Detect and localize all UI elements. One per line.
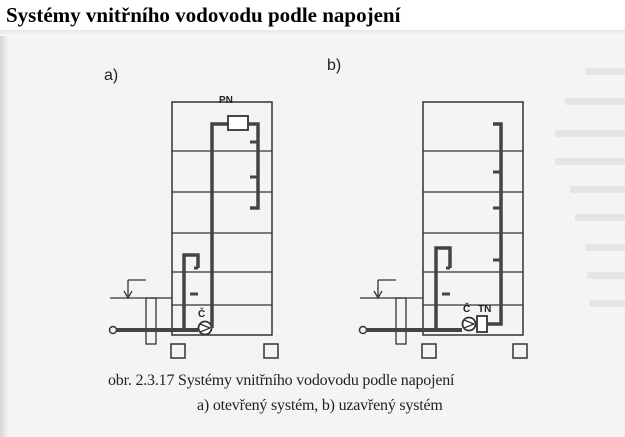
down-feed-pipe: [248, 122, 260, 210]
tank-pn: [227, 115, 249, 131]
pressure-tank-tn: [476, 315, 488, 333]
ghost-text-line: [585, 68, 625, 75]
riser-to-tank: [210, 122, 228, 328]
page-title: Systémy vnitřního vodovodu podle napojen…: [6, 3, 401, 27]
ghost-text-line: [570, 186, 625, 193]
label-c-b: Č: [463, 302, 470, 315]
ghost-text-line: [565, 98, 625, 105]
label-a: a): [104, 67, 118, 84]
foundation-b-left: [421, 343, 437, 359]
foundation-a-left: [170, 343, 186, 359]
figure-a-open-system: a) PN Č: [104, 67, 279, 359]
label-b: b): [327, 57, 341, 74]
connection-pit: [145, 297, 157, 345]
water-level-arrowhead: [123, 290, 133, 300]
label-pn: PN: [219, 95, 233, 106]
ghost-text-line: [575, 214, 625, 221]
ghost-text-line: [587, 272, 625, 279]
building-a-outline: [171, 101, 273, 336]
ghost-text-line: [589, 300, 625, 307]
scanned-figure-background: [0, 36, 625, 437]
main-valve: [358, 325, 368, 335]
label-tn: TN: [478, 304, 491, 315]
figure-caption-line-2: a) otevřený systém, b) uzavřený systém: [197, 397, 443, 414]
foundation-b-right: [512, 343, 528, 359]
connection-pit: [395, 297, 407, 345]
lower-zone-pipe: [182, 253, 200, 330]
figure-b-closed-system: b) Č TN: [327, 57, 528, 359]
ghost-text-line: [555, 130, 625, 137]
lower-zone-pipe: [434, 246, 452, 330]
label-c-a: Č: [198, 307, 205, 320]
figure-caption-line-1: obr. 2.3.17 Systémy vnitřního vodovodu p…: [108, 372, 455, 389]
title-divider: [0, 30, 625, 36]
building-b-outline: [422, 101, 524, 336]
foundation-a-right: [263, 343, 279, 359]
water-level-arrowhead: [373, 290, 383, 300]
pressure-riser: [487, 122, 503, 326]
ghost-text-line: [555, 158, 625, 165]
main-valve: [108, 325, 118, 335]
scan-edge-shadow: [0, 36, 8, 437]
ghost-text-line: [585, 244, 625, 251]
